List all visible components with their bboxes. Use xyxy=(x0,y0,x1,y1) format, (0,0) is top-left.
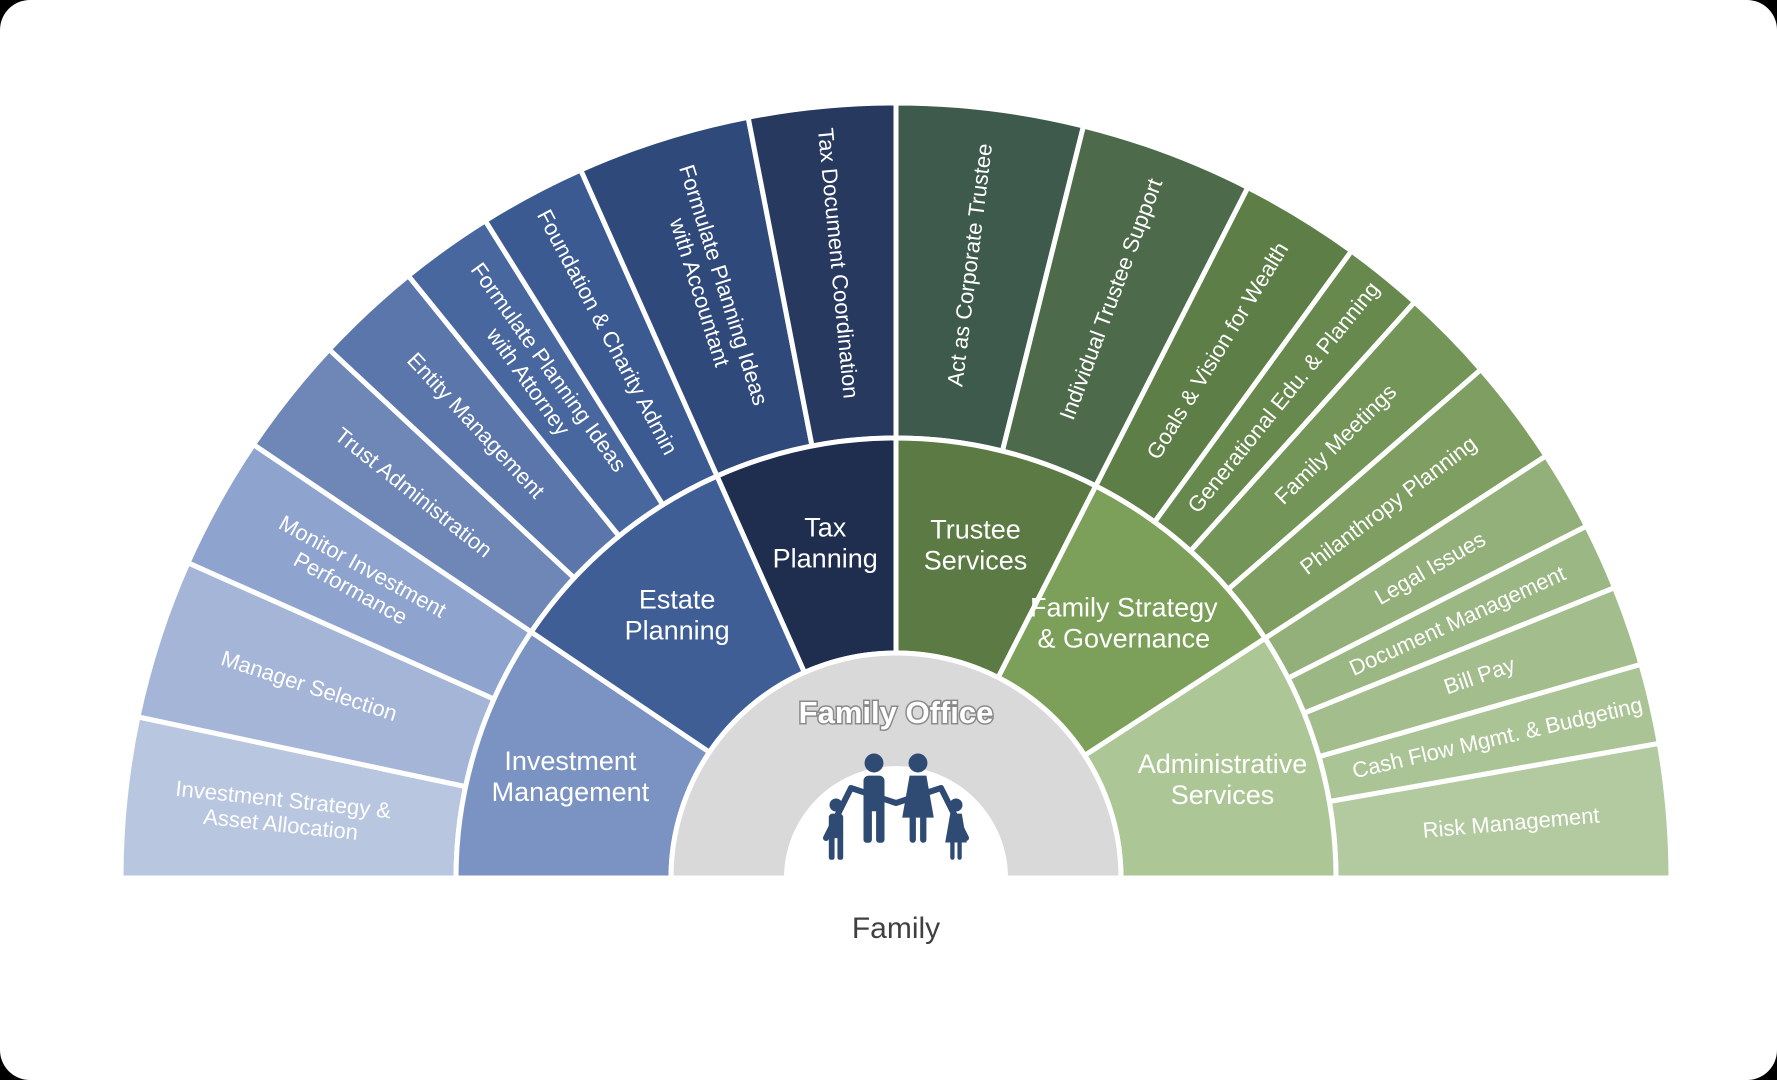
hub: Family Office Family xyxy=(668,650,1124,945)
service-strategy-label: Family Strategy& Governance xyxy=(1030,593,1218,654)
service-strategy: Family Strategy& Governance xyxy=(994,482,1269,759)
subservice-segment: Foundation & Charity Admin xyxy=(481,166,721,509)
family-office-title: Family Office xyxy=(799,695,994,730)
hub-semicircle xyxy=(668,650,1124,881)
subservice-segment: Monitor InvestmentPerformance xyxy=(184,441,535,703)
family-caption: Family xyxy=(852,912,940,945)
subservice-segment: Tax Document Coordination xyxy=(745,100,899,450)
family-icon xyxy=(823,753,969,860)
outer-ring: Investment Strategy &Asset AllocationMan… xyxy=(117,100,1675,881)
